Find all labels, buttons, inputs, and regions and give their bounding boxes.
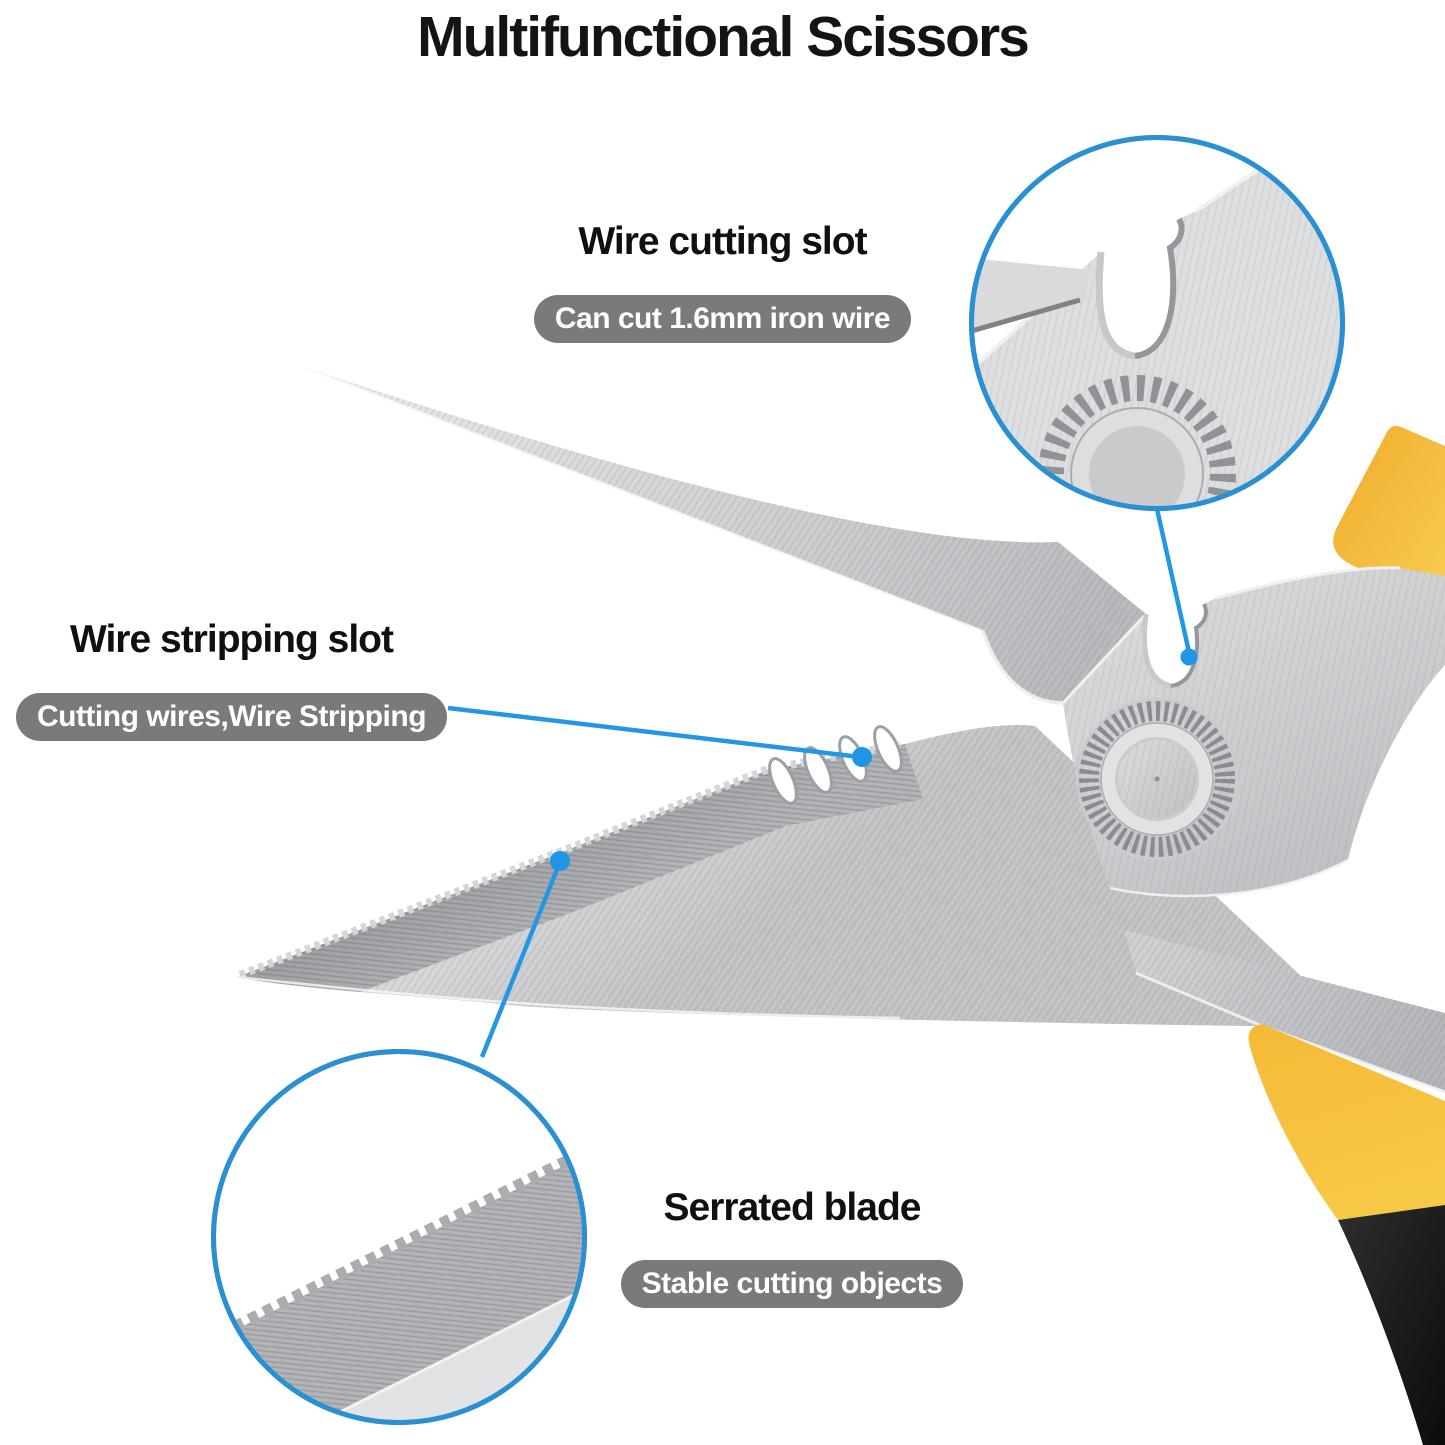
wire-cutting-slot (1141, 603, 1208, 689)
lower-handle (1248, 1024, 1445, 1445)
leader-line-wire-cutting (1154, 508, 1192, 653)
serrated-pill: Stable cutting objects (620, 1260, 964, 1308)
serrated-heading: Serrated blade (663, 1186, 922, 1229)
wire-stripping-heading: Wire stripping slot (70, 618, 394, 661)
zoom-inset-wire-cutting (969, 135, 1345, 511)
page-title: Multifunctional Scissors (417, 5, 1030, 69)
dot-wire-cutting (1180, 648, 1198, 666)
wire-cutting-heading: Wire cutting slot (578, 220, 867, 263)
wire-stripping-pill: Cutting wires,Wire Stripping (15, 693, 448, 741)
callout-wire-cutting: Wire cutting slot Can cut 1.6mm iron wir… (500, 220, 945, 343)
serrated-blade (236, 725, 1352, 1026)
lower-handle-yellow (1248, 1024, 1445, 1220)
wire-cutting-pill: Can cut 1.6mm iron wire (533, 295, 912, 343)
serration-teeth (238, 741, 901, 979)
zoom-inset-serrated (211, 1049, 587, 1425)
upper-handle-yellow (1333, 425, 1445, 606)
leader-lines (447, 508, 1192, 1058)
leader-line-serrated (479, 861, 563, 1058)
pivot-head (1061, 566, 1445, 898)
leader-line-wire-stripping (447, 705, 861, 760)
dot-wire-stripping (852, 747, 872, 767)
leader-dots (550, 648, 1198, 871)
lower-handle-grip-black (1338, 1205, 1445, 1445)
upper-blade (306, 366, 1146, 705)
callout-serrated: Serrated blade Stable cutting objects (612, 1186, 972, 1308)
callout-wire-stripping: Wire stripping slot Cutting wires,Wire S… (10, 618, 453, 741)
dot-serrated (550, 851, 570, 871)
pivot-screw (1076, 698, 1238, 860)
